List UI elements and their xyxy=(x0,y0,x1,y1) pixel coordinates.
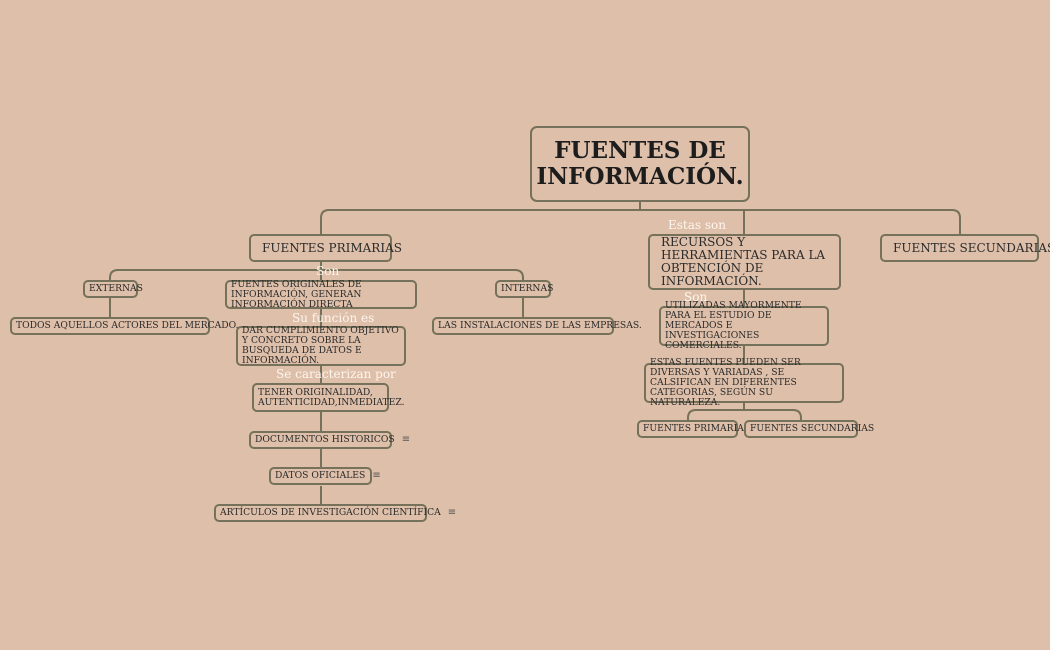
relation-label-caracterizan: Se caracterizan por xyxy=(276,367,396,381)
node-definicion[interactable]: FUENTES ORIGINALES DE INFORMACIÓN, GENER… xyxy=(225,278,417,310)
node-internas-label: INTERNAS xyxy=(501,283,554,294)
node-documentos-historicos[interactable]: DOCUMENTOS HISTORICOS ≡ xyxy=(249,431,410,449)
node-tipo-secundarias[interactable]: FUENTES SECUNDARIAS xyxy=(744,420,874,438)
node-recursos-herramientas-label: RECURSOS Y HERRAMIENTAS PARA LA OBTENCIÓ… xyxy=(661,235,826,288)
node-definicion-label: FUENTES ORIGINALES DE INFORMACIÓN, GENER… xyxy=(231,278,362,310)
node-uso-label: UTILIZADAS MAYORMENTE PARA EL ESTUDIO DE… xyxy=(665,300,802,351)
relation-label-son-middle: Son xyxy=(684,290,708,304)
node-uso[interactable]: UTILIZADAS MAYORMENTE PARA EL ESTUDIO DE… xyxy=(659,301,829,351)
node-variedad[interactable]: ESTAS FUENTES PUEDEN SER DIVERSAS Y VARI… xyxy=(644,358,844,408)
node-documentos-historicos-label: DOCUMENTOS HISTORICOS xyxy=(255,434,395,445)
node-datos-oficiales-label: DATOS OFICIALES xyxy=(275,470,366,481)
node-recursos-herramientas[interactable]: RECURSOS Y HERRAMIENTAS PARA LA OBTENCIÓ… xyxy=(648,234,841,290)
root-topic[interactable]: FUENTES DE INFORMACIÓN. xyxy=(530,126,750,202)
node-caracteristicas-label: TENER ORIGINALIDAD, AUTENTICIDAD,INMEDIA… xyxy=(258,386,405,408)
node-fuentes-secundarias[interactable]: FUENTES SECUNDARIAS xyxy=(880,234,1050,262)
note-icon[interactable]: ≡ xyxy=(401,434,411,445)
root-topic-label: FUENTES DE INFORMACIÓN. xyxy=(536,137,744,190)
node-funcion[interactable]: DAR CUMPLIMIENTO OBJETIVO Y CONCRETO SOB… xyxy=(236,326,406,366)
relation-label-su-funcion: Su función es xyxy=(292,311,375,325)
node-externas-desc[interactable]: TODOS AQUELLOS ACTORES DEL MERCADO. xyxy=(10,317,239,335)
node-externas-desc-label: TODOS AQUELLOS ACTORES DEL MERCADO. xyxy=(16,320,239,331)
node-articulos[interactable]: ARTÍCULOS DE INVESTIGACIÓN CIENTÍFICA ≡ xyxy=(214,504,456,522)
node-internas[interactable]: INTERNAS xyxy=(495,280,554,298)
node-externas[interactable]: EXTERNAS xyxy=(83,280,143,298)
node-externas-label: EXTERNAS xyxy=(89,283,143,294)
node-variedad-label: ESTAS FUENTES PUEDEN SER DIVERSAS Y VARI… xyxy=(650,357,801,408)
node-fuentes-primarias[interactable]: FUENTES PRIMARIAS xyxy=(249,234,402,262)
node-tipo-primarias-label: FUENTES PRIMARIAS xyxy=(643,423,751,434)
relation-label-estas-son: Estas son xyxy=(668,218,726,232)
node-funcion-label: DAR CUMPLIMIENTO OBJETIVO Y CONCRETO SOB… xyxy=(242,325,399,366)
node-tipo-primarias[interactable]: FUENTES PRIMARIAS xyxy=(637,420,750,438)
relation-label-son-left: Son xyxy=(316,264,340,278)
note-icon[interactable]: ≡ xyxy=(447,507,457,518)
note-icon[interactable]: ≡ xyxy=(372,470,381,481)
node-datos-oficiales[interactable]: DATOS OFICIALES ≡ xyxy=(269,467,381,485)
node-internas-desc[interactable]: LAS INSTALACIONES DE LAS EMPRESAS. xyxy=(432,317,642,335)
node-tipo-secundarias-label: FUENTES SECUNDARIAS xyxy=(750,423,875,434)
node-internas-desc-label: LAS INSTALACIONES DE LAS EMPRESAS. xyxy=(438,320,642,331)
node-fuentes-secundarias-label: FUENTES SECUNDARIAS xyxy=(893,241,1050,255)
node-articulos-label: ARTÍCULOS DE INVESTIGACIÓN CIENTÍFICA xyxy=(220,507,441,518)
node-caracteristicas[interactable]: TENER ORIGINALIDAD, AUTENTICIDAD,INMEDIA… xyxy=(252,383,405,412)
node-fuentes-primarias-label: FUENTES PRIMARIAS xyxy=(262,241,402,255)
